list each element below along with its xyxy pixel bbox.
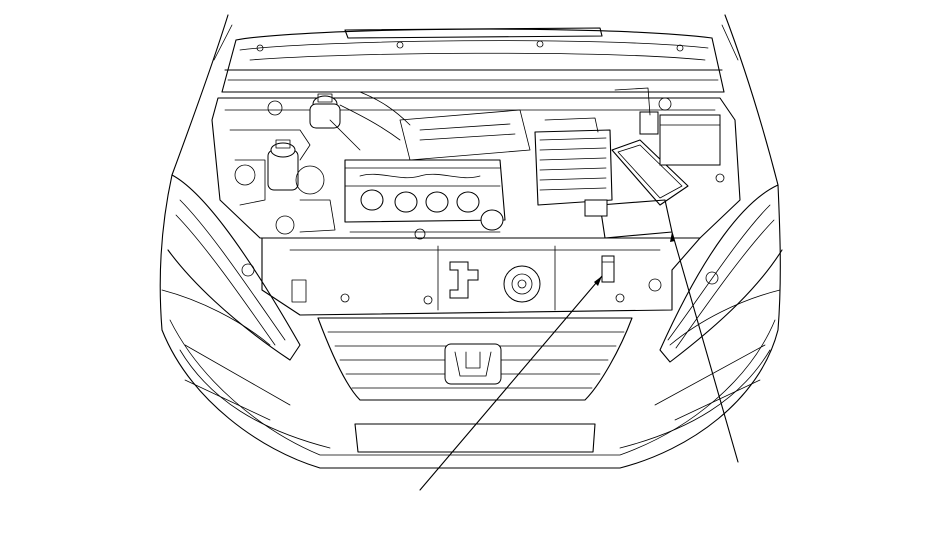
callout-left-line [419, 275, 603, 491]
air-cleaner-box [534, 117, 613, 206]
battery [614, 87, 725, 183]
raised-hood [171, 14, 779, 186]
callout-right-arrowhead [670, 232, 675, 242]
callout-left-arrowhead [594, 276, 602, 286]
left-headlight [167, 174, 301, 361]
left-components [229, 91, 411, 235]
front-bumper [159, 174, 781, 469]
radiator-cover [261, 237, 701, 316]
brake-fluid-reservoir [309, 93, 341, 129]
power-steering-reservoir [267, 139, 299, 191]
right-headlight [659, 184, 783, 363]
brand-emblem [444, 343, 502, 385]
fuse-box-small [601, 255, 615, 283]
callout-leaders [419, 231, 739, 491]
engine-intake-manifold [344, 109, 531, 240]
callout-right-line [671, 231, 739, 463]
underhood-fuse-box [584, 139, 689, 239]
